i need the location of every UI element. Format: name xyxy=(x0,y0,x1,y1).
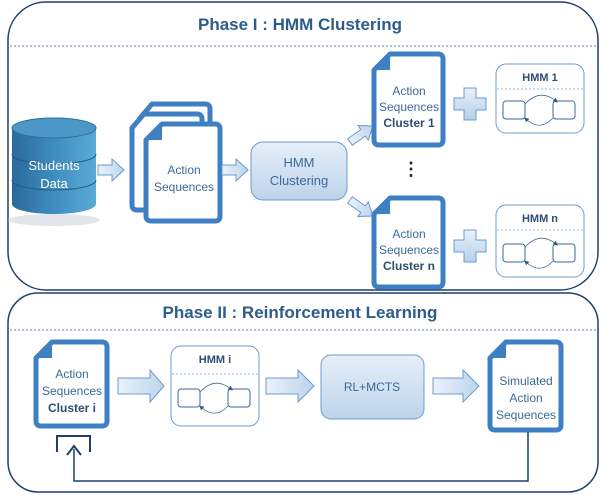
clustern-label-3: Cluster n xyxy=(383,259,435,273)
arrow-students-to-sequences xyxy=(97,157,125,183)
rl-mcts-box: RL+MCTS xyxy=(320,354,425,420)
simulated-label-2: Action xyxy=(509,391,542,405)
simulated-label-1: Simulated xyxy=(499,374,552,388)
hmm-clustering-label-2: Clustering xyxy=(270,173,329,188)
hmmn-state-b xyxy=(552,243,576,263)
arrow-sequences-to-clustering xyxy=(221,157,249,183)
arrow-hmmi-to-rl xyxy=(265,368,315,404)
action-sequences-label-2: Sequences xyxy=(154,180,214,194)
clusteri-label-3: Cluster i xyxy=(48,401,96,415)
arrow-rl-to-simulated xyxy=(432,368,480,404)
hmmn-card: HMM n xyxy=(495,204,585,278)
cluster1-label-1: Action xyxy=(392,84,425,98)
cluster1-label-3: Cluster 1 xyxy=(383,116,435,130)
clusteri-label-1: Action xyxy=(55,367,88,381)
cluster1-document-icon: Action Sequences Cluster 1 xyxy=(371,51,446,148)
students-data-label-1: Students xyxy=(28,158,80,173)
hmmi-card: HMM i xyxy=(170,345,260,427)
clusteri-document-icon: Action Sequences Cluster i xyxy=(33,339,110,429)
hmm-clustering-box: HMM Clustering xyxy=(250,141,348,201)
students-data-database-icon: Students Data xyxy=(8,117,100,226)
arrow-clustering-to-clustern xyxy=(347,196,374,218)
hmmi-state-a xyxy=(177,388,201,408)
clustern-document-icon: Action Sequences Cluster n xyxy=(371,195,446,290)
hmmi-title: HMM i xyxy=(199,354,231,366)
hmmi-state-b xyxy=(227,388,251,408)
hmm1-state-b xyxy=(552,100,576,120)
hmmn-title: HMM n xyxy=(522,213,558,225)
phase2-title: Phase II : Reinforcement Learning xyxy=(163,303,438,322)
arrow-clustering-to-cluster1 xyxy=(347,124,374,146)
action-sequences-stack-icon: Action Sequences xyxy=(129,101,223,224)
hmmn-state-a xyxy=(502,243,526,263)
ellipsis: ⋮ xyxy=(402,159,420,179)
phase1-title: Phase I : HMM Clustering xyxy=(198,15,402,34)
cluster1-label-2: Sequences xyxy=(379,100,439,114)
arrow-clusteri-to-hmmi xyxy=(117,368,165,404)
clustern-label-2: Sequences xyxy=(379,243,439,257)
action-sequences-label-1: Action xyxy=(167,163,200,177)
hmm1-title: HMM 1 xyxy=(522,72,557,84)
hmm1-state-a xyxy=(502,100,526,120)
clustern-label-1: Action xyxy=(392,227,425,241)
hmm1-card: HMM 1 xyxy=(495,63,585,134)
simulated-document-icon: Simulated Action Sequences xyxy=(487,339,564,433)
feedback-arrow-icon xyxy=(56,435,91,456)
simulated-label-3: Sequences xyxy=(496,408,556,422)
phase2-panel: Phase II : Reinforcement Learning Action… xyxy=(7,292,599,493)
feedback-loop-line xyxy=(73,432,529,482)
plus-icon-1 xyxy=(453,87,487,121)
hmm-clustering-label-1: HMM xyxy=(283,155,314,170)
rl-mcts-label: RL+MCTS xyxy=(344,380,400,394)
plus-icon-n xyxy=(453,229,487,263)
phase1-panel: Phase I : HMM Clustering Students Data A… xyxy=(7,1,599,291)
students-data-label-2: Data xyxy=(40,176,68,191)
clusteri-label-2: Sequences xyxy=(42,384,102,398)
